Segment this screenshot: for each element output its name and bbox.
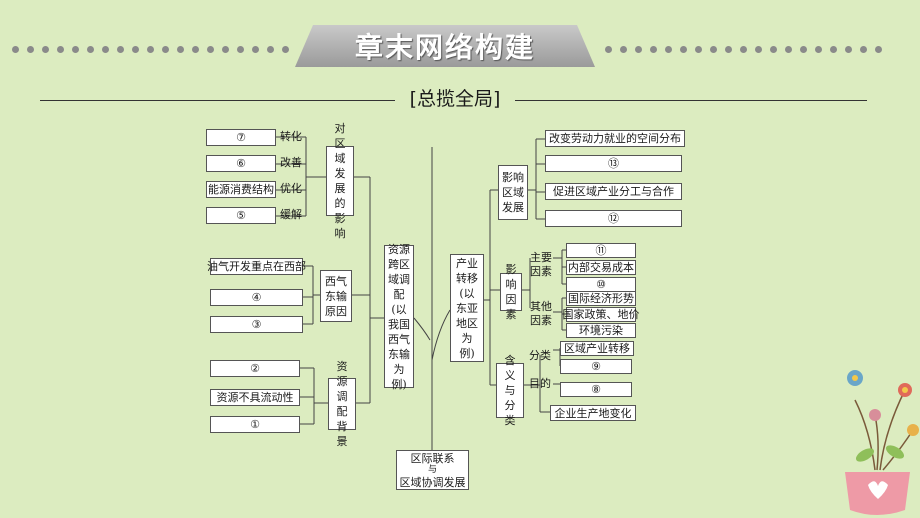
node-resource-allocation: 资源跨区域调配(以我国西气东输为例) <box>384 243 414 391</box>
right-dot-row <box>605 46 882 54</box>
label-classification: 分类 <box>529 349 551 362</box>
root-line-3: 区域协调发展 <box>399 475 466 489</box>
node-oil-gas-west: 油气开发重点在西部 <box>207 258 306 275</box>
page-title: 章末网络构建 <box>295 25 595 67</box>
node-division-cooperation: 促进区域产业分工与合作 <box>545 183 682 200</box>
node-internal-cost: 内部交易成本 <box>566 260 636 275</box>
left-dot-row <box>12 46 289 54</box>
node-policy-land: 国家政策、地价 <box>562 307 640 322</box>
node-regional-transfer: 区域产业转移 <box>560 341 634 356</box>
node-regional-impact: 对区域发展的影响 <box>326 122 354 240</box>
subtitle-rule-left <box>40 100 395 101</box>
node-influence-factors: 影响因素 <box>500 263 522 321</box>
subtitle: [总揽全局] <box>409 88 501 110</box>
node-5: ⑤ <box>206 207 276 224</box>
label-purpose: 目的 <box>529 377 551 390</box>
node-4: ④ <box>210 289 303 306</box>
node-energy-structure: 能源消费结构 <box>206 181 276 198</box>
node-8: ⑧ <box>560 382 632 397</box>
node-2: ② <box>210 360 300 377</box>
node-industry-transfer: 产业转移(以东亚地区为例) <box>450 254 484 362</box>
label-other-factors: 其他因素 <box>530 300 552 327</box>
node-6: ⑥ <box>206 155 276 172</box>
node-pollution: 环境污染 <box>566 323 636 338</box>
node-13: ⑬ <box>545 155 682 172</box>
node-3: ③ <box>210 316 303 333</box>
node-9: ⑨ <box>560 359 632 374</box>
node-intl-economy: 国际经济形势 <box>566 291 636 306</box>
node-affect-region: 影响区域发展 <box>498 165 528 220</box>
label-optimize: 优化 <box>280 182 302 195</box>
node-7: ⑦ <box>206 129 276 146</box>
node-labor-distribution: 改变劳动力就业的空间分布 <box>545 130 685 147</box>
root-line-2: 与 <box>427 464 437 475</box>
node-10: ⑩ <box>566 277 636 292</box>
node-meaning-class: 含义与分类 <box>496 354 524 427</box>
node-12: ⑫ <box>545 210 682 227</box>
label-improve: 改善 <box>280 156 302 169</box>
node-root: 区际联系 与 区域协调发展 <box>396 450 469 490</box>
subtitle-rule-right <box>515 100 867 101</box>
label-relieve: 缓解 <box>280 208 302 221</box>
node-production-change: 企业生产地变化 <box>550 405 636 421</box>
node-resource-background: 资源调配背景 <box>328 360 356 448</box>
label-transform: 转化 <box>280 130 302 143</box>
node-1: ① <box>210 416 300 433</box>
label-main-factors: 主要因素 <box>530 251 552 278</box>
root-line-1: 区际联系 <box>410 451 455 465</box>
node-gas-reasons: 西气东输原因 <box>320 270 352 322</box>
node-immobile-resources: 资源不具流动性 <box>210 389 300 406</box>
flower-pot-icon <box>845 370 919 515</box>
node-11: ⑪ <box>566 243 636 258</box>
